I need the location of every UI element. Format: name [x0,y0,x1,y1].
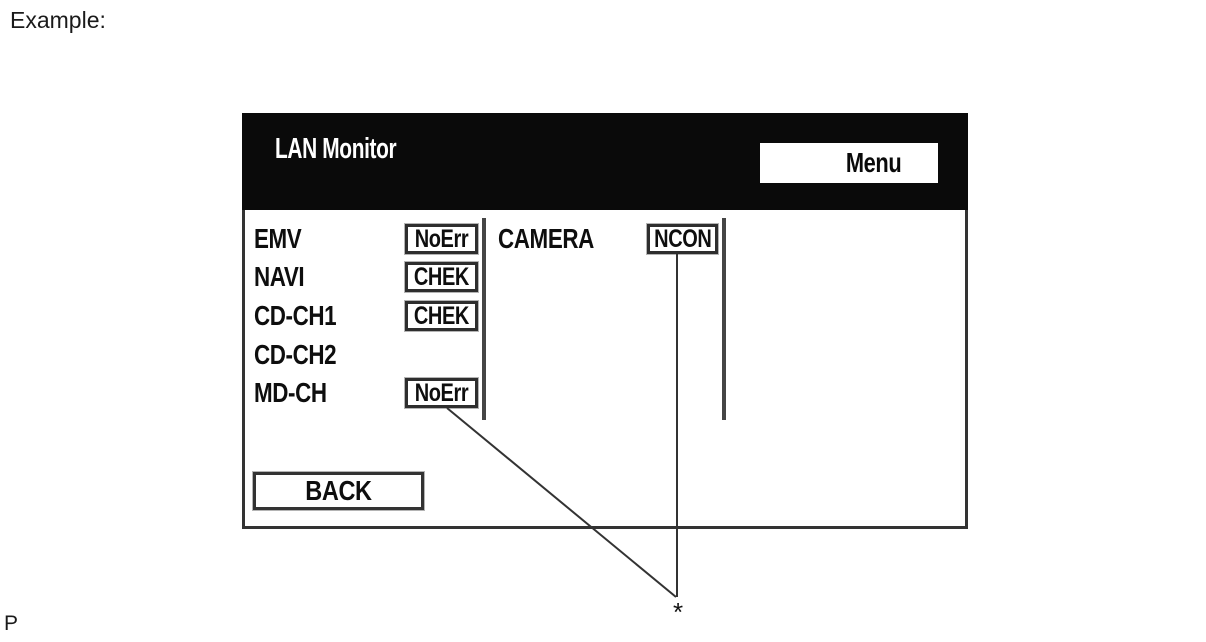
status-box-md-ch[interactable]: NoErr [405,378,478,408]
status-box-camera-label: NCON [653,224,712,253]
menu-button-label: Menu [846,147,902,178]
column-divider-right [722,218,726,420]
screen-header: LAN Monitor Menu [242,113,968,210]
screen-title: LAN Monitor [275,133,397,165]
menu-button[interactable]: Menu [760,143,938,183]
status-box-emv[interactable]: NoErr [405,224,478,254]
column-divider-left [482,218,486,420]
status-box-navi-label: CHEK [413,262,470,291]
status-box-navi[interactable]: CHEK [405,262,478,292]
footnote-asterisk: * [672,597,684,627]
device-label-cd-ch1: CD-CH1 [254,300,337,331]
back-button[interactable]: BACK [253,472,424,510]
status-box-cd-ch1-label: CHEK [413,301,470,330]
device-label-camera: CAMERA [498,223,594,254]
device-label-navi: NAVI [254,261,305,292]
device-label-emv: EMV [254,223,302,254]
lan-monitor-screen: LAN Monitor Menu EMV NAVI CD-CH1 CD-CH2 … [242,113,968,529]
status-box-md-ch-label: NoErr [414,378,469,407]
back-button-label: BACK [305,475,372,506]
status-box-camera[interactable]: NCON [647,224,718,254]
device-label-cd-ch2: CD-CH2 [254,339,337,370]
device-label-md-ch: MD-CH [254,377,327,408]
status-box-cd-ch1[interactable]: CHEK [405,301,478,331]
example-label: Example: [10,7,106,33]
status-box-emv-label: NoErr [414,224,469,253]
page-edge-text: P [4,612,19,635]
